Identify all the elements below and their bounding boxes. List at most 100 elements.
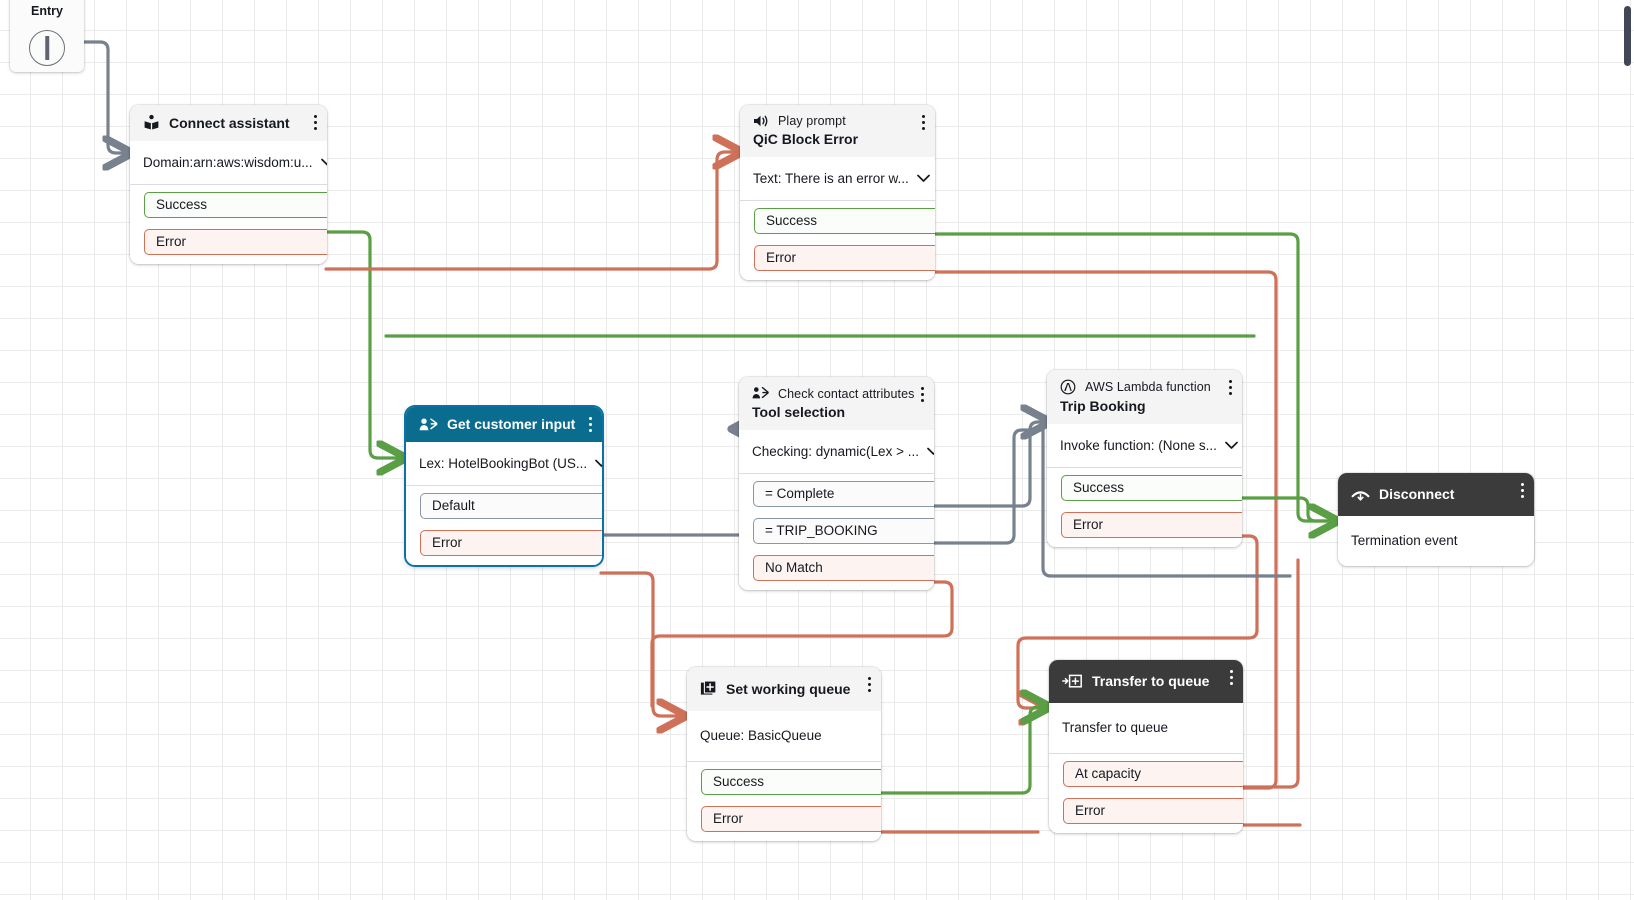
node-header[interactable]: Set working queue	[687, 667, 881, 711]
port-error[interactable]: Error	[754, 245, 935, 271]
node-config-row[interactable]: Domain:arn:aws:wisdom:u...	[130, 141, 327, 185]
chevron-down-icon[interactable]	[595, 456, 602, 471]
node-ports: Success Error	[130, 185, 327, 264]
node-connect-assistant[interactable]: Connect assistant Domain:arn:aws:wisdom:…	[130, 105, 327, 264]
node-ports: At capacity Error	[1049, 754, 1243, 833]
chevron-down-icon[interactable]	[1224, 438, 1238, 453]
node-config-text: Domain:arn:aws:wisdom:u...	[143, 155, 313, 170]
node-title: Get customer input	[447, 416, 576, 432]
node-title: Disconnect	[1379, 486, 1455, 502]
port-success[interactable]: Success	[701, 769, 881, 795]
edge-default-to-tool-selection	[599, 429, 752, 537]
node-config-row[interactable]: Lex: HotelBookingBot (US...	[406, 442, 602, 486]
node-menu-button[interactable]	[1520, 483, 1524, 498]
node-title: Trip Booking	[1060, 398, 1146, 414]
node-type-label: AWS Lambda function	[1085, 380, 1211, 394]
entry-node[interactable]: Entry	[10, 0, 84, 72]
node-menu-button[interactable]	[921, 115, 925, 130]
port-success[interactable]: Success	[1061, 475, 1242, 501]
node-menu-button[interactable]	[867, 677, 871, 692]
node-menu-button[interactable]	[588, 417, 592, 432]
node-config-text: Checking: dynamic(Lex > ...	[752, 444, 919, 459]
port-success[interactable]: Success	[144, 192, 327, 218]
node-config-row[interactable]: Transfer to queue	[1049, 703, 1243, 754]
node-ports: Success Error	[1047, 468, 1242, 547]
node-menu-button[interactable]	[313, 115, 317, 130]
node-ports: Success Error	[740, 201, 935, 280]
wisdom-book-icon	[143, 114, 160, 131]
node-config-text: Lex: HotelBookingBot (US...	[419, 456, 588, 471]
transfer-queue-icon	[1062, 673, 1083, 689]
node-trip-booking[interactable]: AWS Lambda function Trip Booking Invoke …	[1047, 370, 1242, 547]
node-header[interactable]: AWS Lambda function Trip Booking	[1047, 370, 1242, 424]
customer-input-icon	[419, 417, 438, 432]
node-header[interactable]: Disconnect	[1338, 473, 1534, 516]
edge-connect-error-to-qic-block-error	[324, 152, 738, 271]
node-config-text: Termination event	[1351, 533, 1458, 548]
port-error[interactable]: Error	[144, 229, 327, 255]
node-header[interactable]: Get customer input	[406, 407, 602, 442]
port-error[interactable]: Error	[1063, 798, 1243, 824]
node-config-text: Invoke function: (None s...	[1060, 438, 1217, 453]
node-qic-block-error[interactable]: Play prompt QiC Block Error Text: There …	[740, 105, 935, 280]
edge-trip-success-to-disconnect	[1239, 496, 1334, 523]
port-default[interactable]: Default	[420, 493, 602, 519]
edge-trip-booking-port-to-trip-booking	[931, 428, 1042, 545]
edge-get-input-error-to-set-working-queue	[599, 571, 682, 716]
node-title: Transfer to queue	[1092, 673, 1210, 689]
node-title: QiC Block Error	[753, 131, 859, 147]
node-config-row[interactable]: Queue: BasicQueue	[687, 711, 881, 762]
port-error[interactable]: Error	[1061, 512, 1242, 538]
node-set-working-queue[interactable]: Set working queue Queue: BasicQueue Succ…	[687, 667, 881, 841]
port-at-capacity[interactable]: At capacity	[1063, 761, 1243, 787]
entry-circle-icon	[29, 30, 65, 66]
phone-hangup-icon	[1351, 488, 1370, 501]
node-header[interactable]: Check contact attributes Tool selection	[739, 377, 934, 430]
edge-at-capacity-out	[1239, 558, 1300, 789]
port-trip-booking[interactable]: = TRIP_BOOKING	[753, 518, 934, 544]
node-get-customer-input[interactable]: Get customer input Lex: HotelBookingBot …	[406, 407, 602, 565]
node-header[interactable]: Play prompt QiC Block Error	[740, 105, 935, 157]
port-error[interactable]: Error	[420, 530, 602, 556]
node-title: Tool selection	[752, 404, 846, 420]
entry-label: Entry	[31, 4, 63, 18]
node-title: Connect assistant	[169, 114, 290, 131]
node-config-row[interactable]: Checking: dynamic(Lex > ...	[739, 430, 934, 474]
node-menu-button[interactable]	[920, 387, 924, 402]
node-config-text: Text: There is an error w...	[753, 171, 909, 186]
port-no-match[interactable]: No Match	[753, 555, 934, 581]
node-config-text: Queue: BasicQueue	[700, 728, 822, 743]
chevron-down-icon[interactable]	[916, 171, 930, 186]
node-disconnect[interactable]: Disconnect Termination event	[1338, 473, 1534, 566]
entry-bar-icon	[45, 36, 49, 60]
node-config-text: Transfer to queue	[1062, 720, 1169, 735]
node-type-label: Play prompt	[778, 114, 846, 128]
node-menu-button[interactable]	[1228, 380, 1232, 395]
port-complete[interactable]: = Complete	[753, 481, 934, 507]
node-ports: Success Error	[687, 762, 881, 841]
node-ports: Default Error	[406, 486, 602, 565]
node-title: Set working queue	[726, 680, 851, 697]
node-config-row[interactable]: Invoke function: (None s...	[1047, 424, 1242, 468]
lambda-icon	[1060, 379, 1076, 395]
node-config-row[interactable]: Text: There is an error w...	[740, 157, 935, 201]
edge-connect-success-to-get-customer-input	[324, 230, 402, 458]
port-error[interactable]: Error	[701, 806, 881, 832]
check-attributes-icon	[752, 386, 769, 401]
chevron-down-icon[interactable]	[320, 155, 327, 170]
node-ports: = Complete = TRIP_BOOKING No Match	[739, 474, 934, 590]
queue-icon	[700, 680, 717, 697]
node-header[interactable]: Connect assistant	[130, 105, 327, 141]
port-success[interactable]: Success	[754, 208, 935, 234]
node-transfer-to-queue[interactable]: Transfer to queue Transfer to queue At c…	[1049, 660, 1243, 833]
chevron-down-icon[interactable]	[927, 444, 934, 459]
node-header[interactable]: Transfer to queue	[1049, 660, 1243, 703]
edge-complete-to-trip-booking	[931, 422, 1046, 508]
node-menu-button[interactable]	[1229, 670, 1233, 685]
node-type-label: Check contact attributes	[778, 386, 915, 401]
vertical-scrollbar-thumb[interactable]	[1624, 6, 1631, 66]
speaker-icon	[753, 114, 769, 128]
node-tool-selection[interactable]: Check contact attributes Tool selection …	[739, 377, 934, 590]
node-config-row[interactable]: Termination event	[1338, 516, 1534, 566]
